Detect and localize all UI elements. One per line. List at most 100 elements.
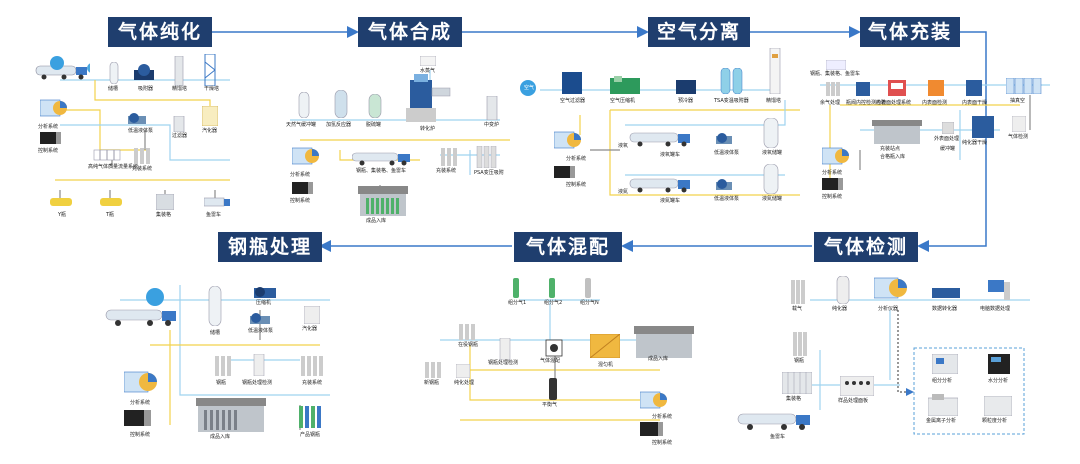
label-data-convert: 数据转化器 xyxy=(932,306,958,312)
label-distill-tower: 精馏塔 xyxy=(172,86,188,92)
blend-control-icon xyxy=(640,422,663,436)
label-product-cyl: 产品钢瓶 xyxy=(300,432,321,438)
label-blend-control: 控制系统 xyxy=(652,440,673,446)
label-comp1: 组分气1 xyxy=(508,300,527,306)
comp-analysis-icon xyxy=(932,354,958,374)
t-cylinder-icon xyxy=(100,198,122,206)
psa-icon xyxy=(476,146,497,168)
product-cylinders-icon xyxy=(299,406,321,428)
tube-trailer-icon xyxy=(204,197,230,207)
metal-analysis-icon xyxy=(928,394,958,416)
air-filter-icon xyxy=(562,72,582,94)
label-air-control: 控制系统 xyxy=(566,182,587,188)
label-cyl-vaporizer: 汽化器 xyxy=(302,326,318,332)
label-outer-treat: 外表面处理 xyxy=(934,136,960,142)
cold-box-icon xyxy=(769,48,781,94)
lox-pump-icon xyxy=(716,133,732,144)
analyzer-icon xyxy=(874,277,907,299)
cyl-storage-tank-icon xyxy=(208,286,222,326)
label-cyl-storage: 储槽 xyxy=(210,330,221,336)
label-purif-analysis: 分析系统 xyxy=(38,124,59,130)
stage-flow-arrows xyxy=(212,26,987,252)
shift-furnace-icon xyxy=(486,96,498,120)
comp2-cylinder-icon xyxy=(549,278,555,298)
label-filter: 过滤器 xyxy=(172,133,188,139)
stage-title-cylinder-treatment: 钢瓶处理 xyxy=(218,232,322,262)
hydrogenation-reactor-icon xyxy=(334,90,348,118)
sample-panel-icon xyxy=(840,376,874,396)
label-compressor: 压缩机 xyxy=(256,300,272,306)
label-blend-warehouse: 成品入库 xyxy=(648,356,669,362)
label-reformer-tank: 脱硫罐 xyxy=(366,122,382,128)
hub-flange-icon xyxy=(93,149,121,161)
label-cylinder-in: 钢瓶、集装格、鱼雷车 xyxy=(810,71,861,77)
label-balance: 平衡气 xyxy=(542,402,558,408)
label-cylinders: 钢瓶 xyxy=(216,380,227,386)
raw-gas-badge-icon xyxy=(50,56,64,70)
pretreat-icon xyxy=(856,82,870,96)
stage-title-blending: 气体混配 xyxy=(514,232,622,262)
fill-analysis-icon xyxy=(822,147,849,165)
bundle-icon xyxy=(156,194,174,210)
inner-clean-icon xyxy=(888,80,906,96)
pure-treat-icon xyxy=(456,364,470,378)
syn-trailer-icon xyxy=(352,152,410,166)
storage-tank-icon xyxy=(109,62,119,84)
natural-gas-tank-icon xyxy=(298,92,310,118)
stage-title-filling: 气体充装 xyxy=(860,17,960,47)
cyl-filling-icon xyxy=(301,356,323,376)
cyl-control-icon xyxy=(124,410,151,426)
label-air-compressor: 空气压缩机 xyxy=(610,98,636,104)
compN-cylinder-icon xyxy=(585,278,591,298)
vacuum-icon xyxy=(1006,78,1042,94)
data-convert-icon xyxy=(932,288,960,298)
label-air-filter: 空气过滤器 xyxy=(560,98,586,104)
label-tanker1: 液氧罐车 xyxy=(660,152,681,158)
balance-cylinder-icon xyxy=(549,378,557,400)
lin-pump-icon xyxy=(716,179,732,190)
label-vacuum: 抽真空 xyxy=(1010,98,1026,104)
cyl-analysis-icon xyxy=(124,371,157,393)
label-hub-flange: 高纯气体质量流量系统 xyxy=(88,164,139,170)
label-test-bundle: 集装格 xyxy=(786,396,802,402)
label-cyl-analysis: 分析系统 xyxy=(130,400,151,406)
gas-blend-icon xyxy=(545,339,563,357)
syn-control-icon xyxy=(292,182,313,194)
desulfur-tank-icon xyxy=(368,94,382,118)
label-cyl-pump: 低温液体泵 xyxy=(248,328,274,334)
new-cylinders-icon xyxy=(425,362,441,378)
cylinders-icon xyxy=(215,356,231,376)
label-carrier: 载气 xyxy=(792,306,803,312)
dry-box-icon xyxy=(972,116,994,138)
existing-cylinders-icon xyxy=(459,324,475,340)
label-purif-pump: 低温液体泵 xyxy=(128,128,154,134)
label-inner-clean: 内表面处理系统 xyxy=(876,100,912,106)
syn-analysis-icon xyxy=(292,147,319,165)
label-water-analysis: 水分分析 xyxy=(988,378,1009,384)
gas-detect-icon xyxy=(1012,116,1026,132)
label-cyl-warehouse: 成品入库 xyxy=(210,434,231,440)
label-dry-box: 纯化器干燥 xyxy=(962,140,988,146)
label-purifier: 纯化器 xyxy=(832,306,848,312)
label-desulfur: 加氢反应器 xyxy=(326,122,352,128)
label-cyl-control: 控制系统 xyxy=(130,432,151,438)
label-compN: 组分气N xyxy=(580,300,599,306)
label-psa: PSA变压吸附 xyxy=(474,170,504,176)
label-tanker2: 液氮罐车 xyxy=(660,198,681,204)
label-air-analysis: 分析系统 xyxy=(566,156,587,162)
label-computer: 电脑数据处理 xyxy=(980,306,1011,312)
filling-system-icon xyxy=(134,148,150,164)
air-control-icon xyxy=(554,166,575,178)
lin-tanker-icon xyxy=(629,178,690,193)
label-gas-blend: 气体混配 xyxy=(540,358,561,364)
converter-furnace-icon xyxy=(406,74,451,122)
filter-icon xyxy=(173,116,185,132)
label-syn-analysis: 分析系统 xyxy=(290,172,311,178)
distill-tower-icon xyxy=(174,56,184,86)
label-sample-panel: 样品处理面板 xyxy=(838,398,869,404)
label-adsorber: 吸附器 xyxy=(138,86,154,92)
test-bundle-icon xyxy=(782,372,812,394)
low-temp-pump-icon xyxy=(128,113,146,124)
cyl-warehouse-icon xyxy=(196,398,266,432)
dryer-tower-icon xyxy=(204,54,216,86)
